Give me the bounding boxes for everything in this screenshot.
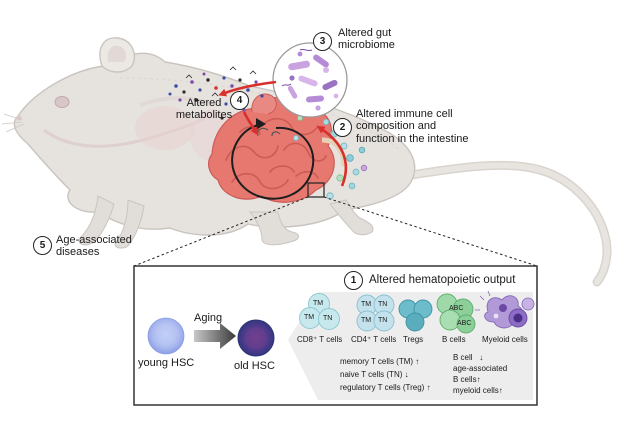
step-2-line-3: function in the intestine <box>356 132 469 145</box>
young-hsc-label: young HSC <box>138 357 195 369</box>
myeloid-cells-cluster <box>475 290 535 329</box>
aging-label: Aging <box>194 312 223 324</box>
aging-arrow <box>194 323 236 349</box>
step-2-label: Altered immune cell composition and func… <box>356 108 469 145</box>
t-change-1-text: memory T cells (TM) <box>340 357 414 366</box>
b-cell-marker-1: ABC <box>449 305 464 312</box>
b-change-3: B cells↑ <box>453 374 507 385</box>
b-cells-cluster <box>436 293 476 334</box>
tregs-cluster <box>398 299 433 332</box>
cd4-marker-2: TN <box>378 301 388 308</box>
up-arrow-icon: ↑ <box>426 383 431 392</box>
t-change-2: naive T cells (TN) ↓ <box>340 368 431 381</box>
cd4-marker-1: TM <box>361 301 372 308</box>
b-cells-label: B cells <box>442 335 466 344</box>
t-cell-changes: memory T cells (TM) ↑ naive T cells (TN)… <box>340 355 431 394</box>
step-2-badge: 2 <box>333 118 352 137</box>
b-change-1: B cell ↓ <box>453 352 507 363</box>
down-arrow-icon: ↓ <box>404 370 409 379</box>
step-3-label: Altered gut microbiome <box>338 27 395 52</box>
old-hsc-label: old HSC <box>234 360 275 372</box>
cd8-t-cells-cluster <box>299 293 340 330</box>
cd4-label: CD4⁺ T cells <box>351 335 397 344</box>
up-arrow-icon: ↑ <box>476 375 481 384</box>
b-change-4: myeloid cells↑ <box>453 385 507 396</box>
up-arrow-icon: ↑ <box>498 386 503 395</box>
zoom-box <box>307 182 325 198</box>
step-4-badge: 4 <box>230 91 249 110</box>
cd4-marker-4: TN <box>378 317 388 324</box>
b-change-3-text: B cells <box>453 375 477 384</box>
mouse-tail <box>400 160 612 287</box>
intestine <box>208 93 347 203</box>
t-change-2-text: naive T cells (TN) <box>340 370 403 379</box>
step-1-label: Altered hematopoietic output <box>369 274 516 286</box>
mouse-front-leg <box>78 195 115 246</box>
step-4-label: Altered metabolites <box>164 97 244 122</box>
cd8-marker-1: TM <box>313 300 324 307</box>
b-change-4-text: myeloid cells <box>453 386 499 395</box>
step-1-badge: 1 <box>344 271 363 290</box>
b-change-2: age-associated <box>453 363 507 374</box>
cd4-t-cells-cluster <box>356 294 395 332</box>
step-2-line-1: Altered immune cell <box>356 108 453 120</box>
cd8-label: CD8⁺ T cells <box>297 335 343 344</box>
myeloid-label: Myeloid cells <box>482 335 528 344</box>
mouse-eye <box>54 96 70 108</box>
cd4-marker-3: TM <box>361 317 372 324</box>
mouse-hind-leg <box>248 211 299 246</box>
step-5-badge: 5 <box>33 236 52 255</box>
microbiome-inset <box>272 42 348 118</box>
step-4-line-2: metabolites <box>175 109 233 122</box>
step-4-line-1: Altered <box>186 97 222 109</box>
up-arrow-icon: ↑ <box>415 357 420 366</box>
step-5-label: Age-associated diseases <box>56 234 132 259</box>
b-change-2-text: age-associated <box>453 364 508 373</box>
feedback-loop-arrow <box>231 118 315 200</box>
b-cell-changes: B cell ↓ age-associated B cells↑ myeloid… <box>453 352 507 396</box>
b-cell-marker-2: ABC <box>457 320 472 327</box>
step-3-line-1: Altered gut <box>338 27 392 39</box>
t-change-1: memory T cells (TM) ↑ <box>340 355 431 368</box>
step-3-line-2: microbiome <box>338 39 395 52</box>
t-change-3: regulatory T cells (Treg) ↑ <box>340 381 431 394</box>
b-change-1-text: B cell <box>453 353 473 362</box>
step-2-line-2: composition and <box>356 120 437 133</box>
step-5-line-1: Age-associated <box>56 234 132 246</box>
metabolite-dots <box>168 66 264 120</box>
down-arrow-icon: ↓ <box>479 353 484 362</box>
red-arrows <box>218 80 348 187</box>
t-change-3-text: regulatory T cells (Treg) <box>340 383 425 392</box>
step-5-line-2: diseases <box>56 246 100 259</box>
cd8-marker-2: TM <box>304 314 315 321</box>
tregs-label: Tregs <box>403 335 424 344</box>
step-3-badge: 3 <box>313 32 332 51</box>
cd8-marker-3: TN <box>323 315 333 322</box>
